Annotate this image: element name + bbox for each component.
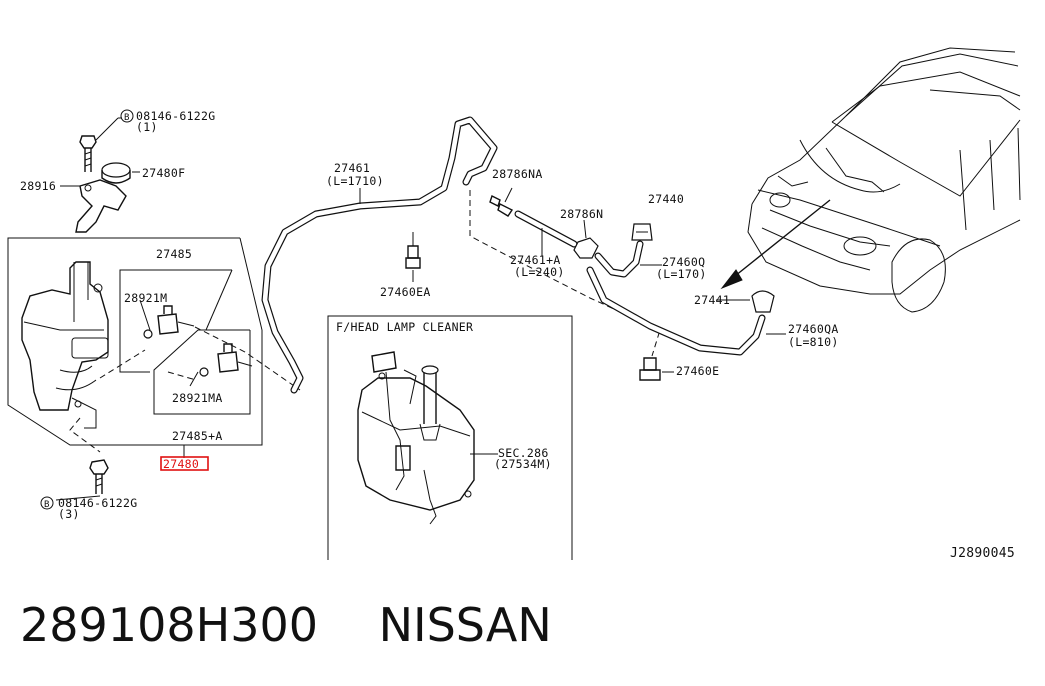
label-27461A: 27461+A (510, 253, 561, 267)
label-28921MA: 28921MA (172, 391, 223, 405)
label-28786NA: 28786NA (492, 167, 543, 181)
label-27440: 27440 (648, 192, 684, 206)
label-28916: 28916 (20, 179, 56, 193)
part-number: 289108H300 (20, 598, 318, 652)
label-bolt-bottom: 08146-6122G (58, 496, 137, 510)
headlamp-cleaner-inset (327, 315, 573, 560)
label-27460EA: 27460EA (380, 285, 431, 299)
label-27461: 27461 (334, 161, 370, 175)
brand-name: NISSAN (378, 598, 552, 652)
label-27460Q-length: (L=170) (656, 267, 707, 281)
drawing-code: J2890045 (950, 546, 1015, 561)
bolt-mark-top: B (124, 113, 130, 123)
label-27485A: 27485+A (172, 429, 223, 443)
label-28921M: 28921M (124, 291, 167, 305)
nozzle-hoses (489, 187, 786, 381)
label-27460QA-length: (L=810) (788, 335, 839, 349)
label-27480F: 27480F (142, 166, 185, 180)
footer-caption: 289108H300 NISSAN (20, 598, 552, 658)
label-27441: 27441 (694, 293, 730, 307)
label-sec-ref: (27534M) (494, 457, 552, 471)
label-27460Q: 27460Q (662, 255, 705, 269)
label-27461-length: (L=1710) (326, 174, 384, 188)
label-27460QA: 27460QA (788, 322, 839, 336)
bolt-mark-bottom: B (44, 500, 50, 510)
label-bolt-top-qty: (1) (136, 120, 158, 134)
highlight-box-27480 (160, 456, 209, 471)
label-bolt-top: 08146-6122G (136, 109, 215, 123)
vehicle-sketch (720, 47, 1021, 313)
inset-title: F/HEAD LAMP CLEANER (336, 320, 473, 334)
hose-27461 (261, 116, 661, 394)
washer-tank-group (7, 109, 301, 510)
label-bolt-bottom-qty: (3) (58, 507, 80, 521)
label-27460E: 27460E (676, 364, 719, 378)
label-28786N: 28786N (560, 207, 603, 221)
label-sec: SEC.286 (498, 446, 549, 460)
label-27461A-length: (L=240) (514, 265, 565, 279)
part-labels: B 08146-6122G (1) 27480F 28916 27485 289… (20, 109, 1015, 561)
label-27480-highlighted[interactable]: 27480 (163, 457, 199, 471)
label-27485: 27485 (156, 247, 192, 261)
